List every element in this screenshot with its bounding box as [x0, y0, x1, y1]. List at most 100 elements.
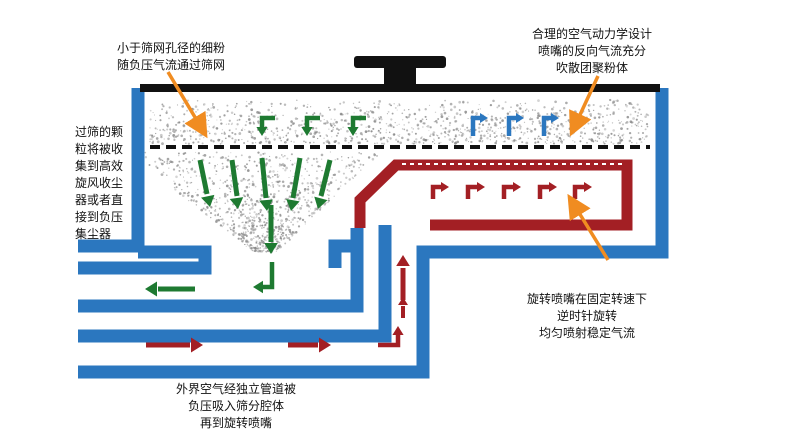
powder-particle [534, 109, 536, 111]
powder-particle [257, 243, 259, 245]
powder-particle [531, 123, 534, 125]
powder-particle [373, 135, 377, 138]
powder-particle [301, 182, 304, 185]
powder-particle [243, 224, 246, 227]
powder-particle [195, 191, 197, 193]
powder-particle [361, 138, 364, 141]
powder-particle [489, 139, 492, 141]
powder-particle [241, 208, 244, 211]
powder-particle [255, 199, 259, 203]
powder-particle [228, 129, 230, 132]
powder-particle [538, 121, 542, 125]
powder-particle [265, 247, 268, 249]
powder-particle [250, 113, 253, 116]
powder-particle [502, 134, 506, 137]
red-up-arrow-5-shaft [572, 184, 584, 199]
powder-particle [496, 106, 499, 109]
powder-particle [519, 103, 522, 105]
powder-particle [354, 175, 356, 177]
powder-particle [222, 167, 224, 169]
powder-particle [168, 134, 170, 137]
powder-particle [310, 120, 313, 123]
blue-hook-arrow-1-head [480, 113, 488, 123]
pointer-aerodynamics [569, 75, 600, 137]
green-corner-arrow-shaft [263, 262, 275, 290]
powder-particle [166, 110, 168, 112]
powder-particle [282, 184, 286, 188]
powder-particle [320, 153, 324, 157]
powder-particle [453, 116, 456, 119]
powder-particle [640, 119, 642, 122]
fines-chute [328, 239, 357, 268]
powder-particle [397, 134, 399, 136]
powder-particle [246, 163, 248, 166]
powder-particle [454, 121, 456, 123]
powder-particle [607, 121, 609, 123]
powder-particle [277, 230, 280, 232]
callout-pointers [166, 71, 610, 261]
powder-particle [290, 153, 293, 156]
powder-particle [291, 218, 295, 221]
lid [140, 56, 660, 92]
powder-particle [166, 125, 169, 128]
powder-particle [230, 123, 233, 126]
powder-particle [253, 137, 257, 140]
powder-particle [401, 112, 404, 115]
powder-particle [328, 141, 331, 144]
powder-particle [370, 130, 373, 133]
powder-particle [301, 175, 303, 177]
powder-particle [353, 112, 355, 114]
powder-particle [610, 132, 613, 135]
powder-particle [280, 219, 283, 222]
powder-particle [481, 123, 485, 126]
powder-particle [257, 120, 260, 123]
powder-particle [263, 247, 265, 250]
powder-particle [221, 140, 224, 142]
powder-particle [440, 141, 442, 144]
powder-particle [226, 211, 228, 213]
powder-particle [256, 111, 259, 114]
powder-particle [197, 141, 200, 144]
red-up-arrow-3-head [513, 182, 521, 192]
label-oversize-line5: 器或者直 [75, 193, 124, 207]
powder-particle [192, 141, 195, 144]
powder-particle [250, 247, 253, 250]
powder-particle [279, 245, 282, 249]
powder-particle [182, 169, 184, 171]
powder-particle [418, 108, 421, 111]
powder-particle [260, 101, 262, 103]
powder-particle [282, 156, 284, 158]
powder-particle [495, 130, 497, 132]
powder-particle [448, 138, 452, 141]
powder-particle [175, 175, 178, 179]
powder-particle [219, 215, 221, 218]
powder-particle [360, 152, 362, 155]
powder-particle [573, 141, 576, 143]
powder-particle [312, 211, 316, 215]
powder-particle [186, 99, 190, 102]
powder-particle [195, 111, 197, 113]
powder-particle [537, 141, 540, 144]
powder-particle [185, 142, 187, 144]
green-down-arrow-1-shaft [197, 159, 210, 195]
powder-particle [440, 124, 442, 127]
powder-particle [285, 220, 287, 223]
powder-particle [257, 151, 260, 154]
powder-particle [592, 140, 595, 143]
powder-particle [367, 111, 370, 113]
powder-particle [310, 214, 312, 217]
powder-particle [359, 163, 362, 166]
powder-particle [457, 130, 460, 132]
powder-particle [327, 199, 330, 202]
powder-particle [278, 210, 280, 212]
powder-particle [297, 203, 299, 205]
powder-particle [487, 123, 491, 126]
powder-particle [334, 124, 336, 127]
powder-particle [171, 160, 174, 164]
powder-particle [373, 142, 376, 145]
powder-particle [234, 209, 237, 211]
powder-particle [462, 101, 465, 104]
powder-particle [448, 124, 451, 127]
powder-particle [483, 134, 486, 137]
powder-particle [329, 181, 333, 184]
